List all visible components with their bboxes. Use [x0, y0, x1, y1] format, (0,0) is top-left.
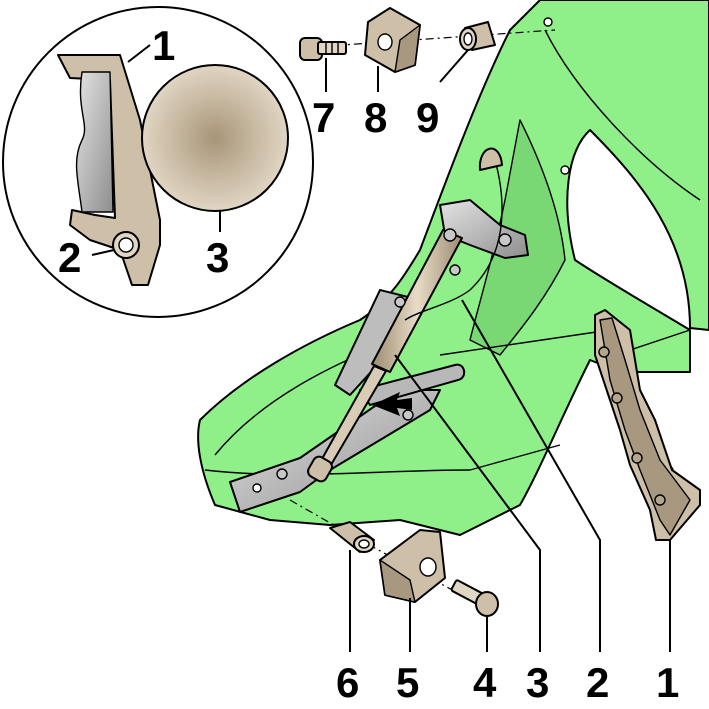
seal-strip-edge	[599, 317, 691, 536]
inset-cable-core	[118, 237, 134, 253]
body-hole-mid	[560, 165, 570, 175]
seal-strip	[594, 309, 701, 541]
top-label-7: 7	[312, 94, 335, 141]
arrow-marker	[372, 392, 412, 416]
top-label-9: 9	[416, 94, 439, 141]
bolt-head-d	[394, 296, 406, 308]
leader-lines	[91, 44, 671, 652]
bolt-head-b	[498, 233, 512, 247]
inset-label-2: 2	[58, 234, 81, 281]
bolt-head-e	[402, 409, 414, 421]
top-hardware	[299, 7, 556, 73]
bolt-head-g	[252, 483, 262, 493]
body-panel-window-edge	[544, 29, 701, 201]
spacer-sleeve-9	[459, 21, 496, 51]
seal-clip-4	[654, 494, 666, 506]
inset-label-3: 3	[206, 234, 229, 281]
callout-labels: 1 2 3 7 8 9 6 5 4 3 2 1	[58, 22, 679, 706]
nut-plate-5	[379, 529, 446, 603]
spacer-sleeve-6	[329, 521, 375, 553]
strut-end-cap	[307, 455, 333, 483]
gas-strut-assembly	[229, 147, 529, 513]
bottom-label-6: 6	[336, 659, 359, 706]
seal-clip-2	[611, 392, 623, 404]
top-label-8: 8	[364, 94, 387, 141]
strut-cable	[404, 149, 503, 321]
bolt-7	[299, 37, 347, 61]
body-hole-upper	[543, 17, 553, 27]
bolt-head-a	[443, 228, 457, 242]
inset-detail	[2, 6, 314, 318]
nut-plate-8	[364, 7, 421, 73]
bottom-label-5: 5	[396, 659, 419, 706]
inset-clip-metal	[75, 71, 114, 213]
lever-arm	[359, 363, 466, 406]
bottom-hardware	[289, 499, 499, 617]
bolt-4	[450, 579, 499, 617]
bottom-label-3: 3	[526, 659, 549, 706]
inset-label-1: 1	[152, 22, 175, 69]
bolt-head-f	[276, 468, 288, 480]
cable-terminal	[478, 147, 503, 171]
body-panel-lower-ridge	[204, 444, 561, 476]
inset-damper-section	[141, 64, 289, 212]
bottom-label-1: 1	[656, 659, 679, 706]
seal-clip-1	[598, 346, 610, 358]
bottom-label-4: 4	[473, 659, 497, 706]
bolt-head-c	[449, 264, 461, 276]
bottom-label-2: 2	[586, 659, 609, 706]
seal-clip-3	[631, 452, 643, 464]
